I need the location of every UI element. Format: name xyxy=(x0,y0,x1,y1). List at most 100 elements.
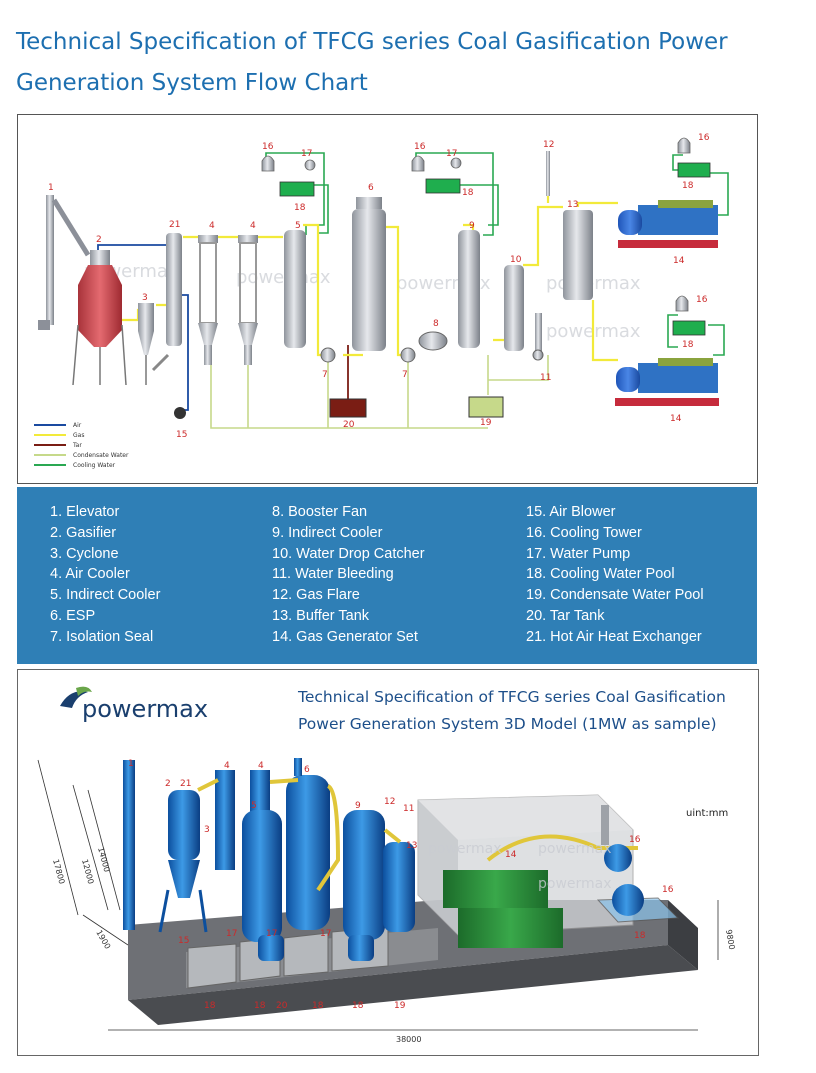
label-18: 18 xyxy=(294,203,306,213)
label-4: 4 xyxy=(250,221,256,231)
component-item: 9. Indirect Cooler xyxy=(272,524,383,541)
svg-text:17: 17 xyxy=(266,929,277,939)
air-cooler xyxy=(198,235,218,365)
svg-text:5: 5 xyxy=(251,801,257,811)
label-16: 16 xyxy=(262,142,274,152)
component-item: 14. Gas Generator Set xyxy=(272,628,418,645)
svg-text:16: 16 xyxy=(662,885,674,895)
air-cooler xyxy=(238,235,258,365)
page-title: Technical Specification of TFCG series C… xyxy=(16,29,728,96)
svg-text:15: 15 xyxy=(178,936,189,946)
svg-text:17: 17 xyxy=(320,929,331,939)
label-19: 19 xyxy=(480,418,492,428)
esp-3d xyxy=(286,758,330,930)
svg-text:18: 18 xyxy=(204,1001,216,1011)
unit-label: uint:mm xyxy=(686,808,729,819)
component-item: 16. Cooling Tower xyxy=(526,524,642,541)
flow-chart-diagram: powermax powermax powermax powermax powe… xyxy=(34,133,729,469)
svg-text:38000: 38000 xyxy=(396,1035,421,1044)
watermark: powermax xyxy=(236,267,331,288)
esp xyxy=(352,197,386,351)
model-title: Technical Specification of TFCG series C… xyxy=(298,688,726,733)
svg-text:9: 9 xyxy=(355,801,361,811)
water-bleeding xyxy=(532,313,544,361)
label-13: 13 xyxy=(567,200,578,210)
svg-text:3: 3 xyxy=(204,825,210,835)
gas-generator-set xyxy=(615,358,719,406)
gas-generator-set xyxy=(618,200,718,248)
svg-text:1900: 1900 xyxy=(94,929,112,951)
label-5: 5 xyxy=(295,221,301,231)
component-item: 18. Cooling Water Pool xyxy=(526,566,675,583)
elevator-3d xyxy=(123,760,135,930)
component-numbers: 1 2 3 4 4 5 6 7 7 8 9 10 11 12 13 14 14 … xyxy=(48,133,710,440)
component-column-1: 1. Elevator 2. Gasifier 3. Cyclone 4. Ai… xyxy=(50,502,160,648)
component-item: 4. Air Cooler xyxy=(50,566,130,583)
component-item: 6. ESP xyxy=(50,607,96,624)
svg-text:4: 4 xyxy=(224,761,230,771)
watermark: powermax xyxy=(538,876,612,892)
isolation-seal xyxy=(320,347,336,363)
model-3d-illustration: powermax powermax powermax 17800 12000 1… xyxy=(37,686,736,1044)
buffer-tank xyxy=(563,210,593,300)
label-18: 18 xyxy=(682,181,694,191)
label-17: 17 xyxy=(301,149,312,159)
label-16: 16 xyxy=(414,142,426,152)
cooling-towers xyxy=(261,137,691,312)
label-17: 17 xyxy=(446,149,457,159)
water-drop-catcher xyxy=(504,265,524,351)
component-item: 13. Buffer Tank xyxy=(272,607,370,624)
label-16: 16 xyxy=(696,295,708,305)
component-item: 20. Tar Tank xyxy=(526,607,605,624)
component-item: 8. Booster Fan xyxy=(272,504,368,520)
label-18: 18 xyxy=(462,188,474,198)
label-2: 2 xyxy=(96,235,102,245)
label-9: 9 xyxy=(469,221,475,231)
label-7: 7 xyxy=(322,370,328,380)
gas-flare xyxy=(546,151,550,196)
indirect-cooler xyxy=(284,230,306,348)
buffer-tank-3d xyxy=(383,842,415,932)
air-blower xyxy=(174,407,186,419)
svg-text:Condensate Water: Condensate Water xyxy=(73,452,129,459)
isolation-seal xyxy=(400,347,416,363)
svg-text:4: 4 xyxy=(258,761,264,771)
component-item: 1. Elevator xyxy=(50,504,120,520)
gas-pipes-3d xyxy=(197,778,402,892)
svg-text:21: 21 xyxy=(180,779,191,789)
label-12: 12 xyxy=(543,140,554,150)
condensate-water-pool xyxy=(468,396,504,418)
svg-text:9800: 9800 xyxy=(724,929,736,951)
svg-text:20: 20 xyxy=(276,1001,288,1011)
watermark: powermax xyxy=(546,273,641,294)
label-8: 8 xyxy=(433,319,439,329)
model-component-numbers: 1 2 21 3 4 4 5 6 9 12 11 13 14 16 16 18 … xyxy=(128,759,674,1011)
component-item: 12. Gas Flare xyxy=(272,587,360,604)
cooling-water-pipes xyxy=(265,152,729,356)
hot-air-heat-exchanger xyxy=(166,233,182,346)
label-7: 7 xyxy=(402,370,408,380)
svg-text:18: 18 xyxy=(634,931,646,941)
svg-text:18: 18 xyxy=(254,1001,266,1011)
svg-text:18: 18 xyxy=(352,1001,364,1011)
label-15: 15 xyxy=(176,430,187,440)
svg-text:12: 12 xyxy=(384,797,395,807)
component-item: 7. Isolation Seal xyxy=(50,628,154,645)
label-1: 1 xyxy=(48,183,54,193)
powermax-logo-icon xyxy=(60,686,92,708)
component-column-3: 15. Air Blower 16. Cooling Tower 17. Wat… xyxy=(526,502,704,648)
component-item: 17. Water Pump xyxy=(526,545,631,562)
component-item: 19. Condensate Water Pool xyxy=(526,587,704,604)
svg-text:16: 16 xyxy=(629,835,641,845)
cooling-tower-3d xyxy=(601,805,644,916)
label-20: 20 xyxy=(343,420,355,430)
label-11: 11 xyxy=(540,373,551,383)
label-14: 14 xyxy=(673,256,685,266)
svg-text:17: 17 xyxy=(226,929,237,939)
model-watermarks: powermax powermax powermax xyxy=(428,841,612,892)
flow-chart: powermax powermax powermax powermax powe… xyxy=(17,114,758,484)
indirect-cooler-3d xyxy=(343,810,385,940)
component-item: 15. Air Blower xyxy=(526,504,616,520)
tar-tank xyxy=(329,398,367,418)
component-item: 5. Indirect Cooler xyxy=(50,587,161,604)
